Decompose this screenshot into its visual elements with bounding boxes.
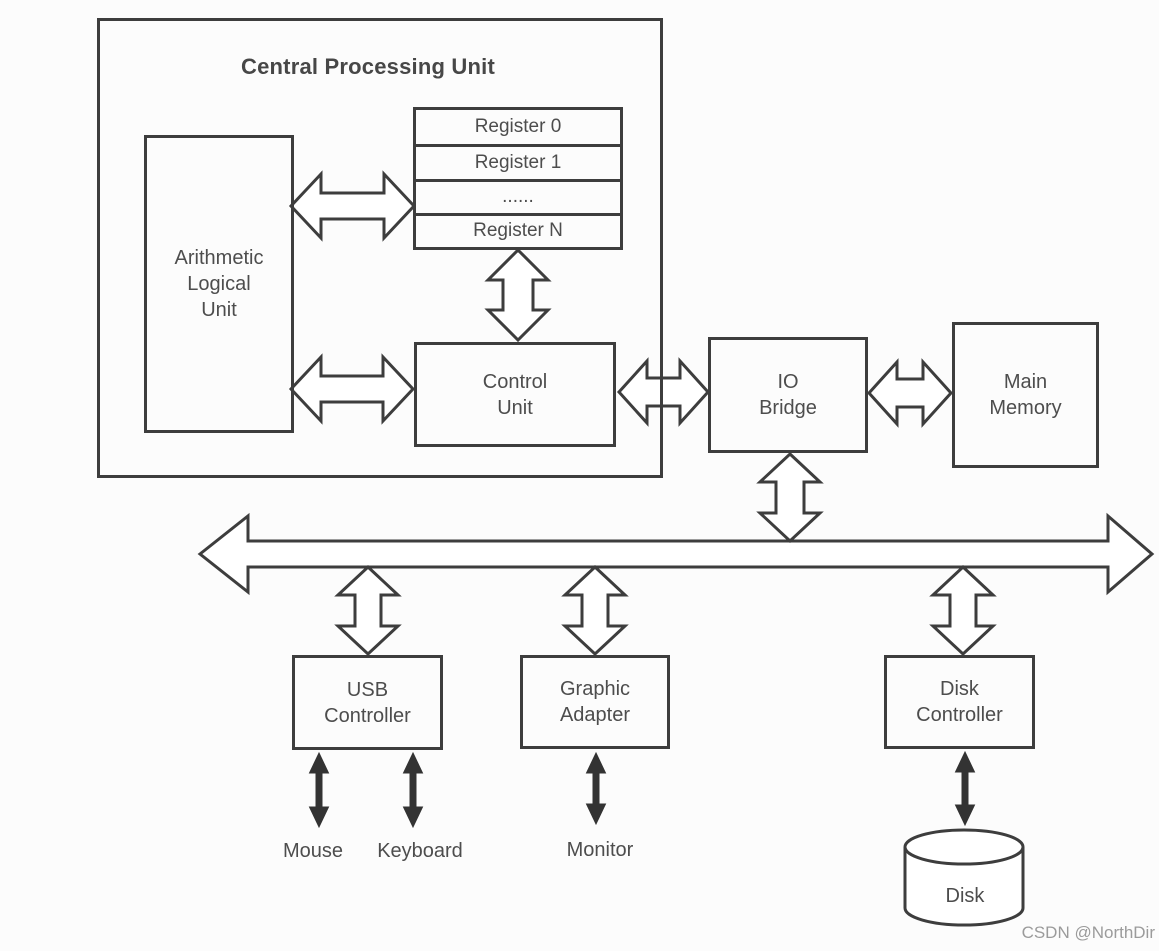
register-row-1: Register 1 <box>416 144 620 178</box>
usb-mouse-arrow <box>308 751 330 829</box>
bus-disk-controller-arrow <box>929 564 997 657</box>
register-row-0: Register 0 <box>474 116 562 138</box>
graphic-monitor-arrow <box>585 751 607 826</box>
io-bridge-bus-arrow <box>756 451 824 544</box>
io-bridge-label: IO Bridge <box>759 371 817 419</box>
alu-box: Arithmetic Logical Unit <box>144 135 294 433</box>
main-memory-label: Main Memory <box>989 371 1062 419</box>
monitor-label: Monitor <box>566 839 634 861</box>
usb-controller-label: USB Controller <box>324 678 411 727</box>
bus-usb-controller-arrow <box>334 564 402 657</box>
io-bridge-main-memory-arrow <box>866 358 954 428</box>
control-unit-label: Control Unit <box>482 370 548 419</box>
keyboard-label: Keyboard <box>377 840 463 862</box>
main-memory-box: Main Memory <box>952 322 1099 468</box>
alu-control-unit-arrow <box>288 353 416 425</box>
disk-cylinder <box>903 828 1025 927</box>
graphic-adapter-box: Graphic Adapter <box>520 655 670 749</box>
mouse-label: Mouse <box>282 840 344 862</box>
csdn-watermark: CSDN @NorthDir <box>1021 923 1155 942</box>
registers-control-unit-arrow <box>484 247 552 343</box>
usb-keyboard-arrow <box>402 751 424 829</box>
disk-controller-box: Disk Controller <box>884 655 1035 749</box>
register-stack: Register 0 Register 1 ...... Register N <box>413 107 623 250</box>
io-bridge-box: IO Bridge <box>708 337 868 453</box>
system-bus-arrow <box>197 512 1155 596</box>
register-row-n: Register N <box>416 212 620 247</box>
disk-controller-label: Disk Controller <box>916 678 1003 726</box>
disk-controller-disk-arrow <box>954 750 976 827</box>
control-unit-box: Control Unit <box>414 342 616 447</box>
cpu-outer-box <box>97 18 663 478</box>
register-row-ellipsis: ...... <box>416 178 620 213</box>
alu-label: Arithmetic Logical Unit <box>174 247 264 321</box>
bus-graphic-adapter-arrow <box>561 564 629 657</box>
graphic-adapter-label: Graphic Adapter <box>559 678 631 726</box>
cpu-title: Central Processing Unit <box>241 54 495 79</box>
usb-controller-box: USB Controller <box>292 655 443 750</box>
disk-label: Disk <box>945 885 985 907</box>
